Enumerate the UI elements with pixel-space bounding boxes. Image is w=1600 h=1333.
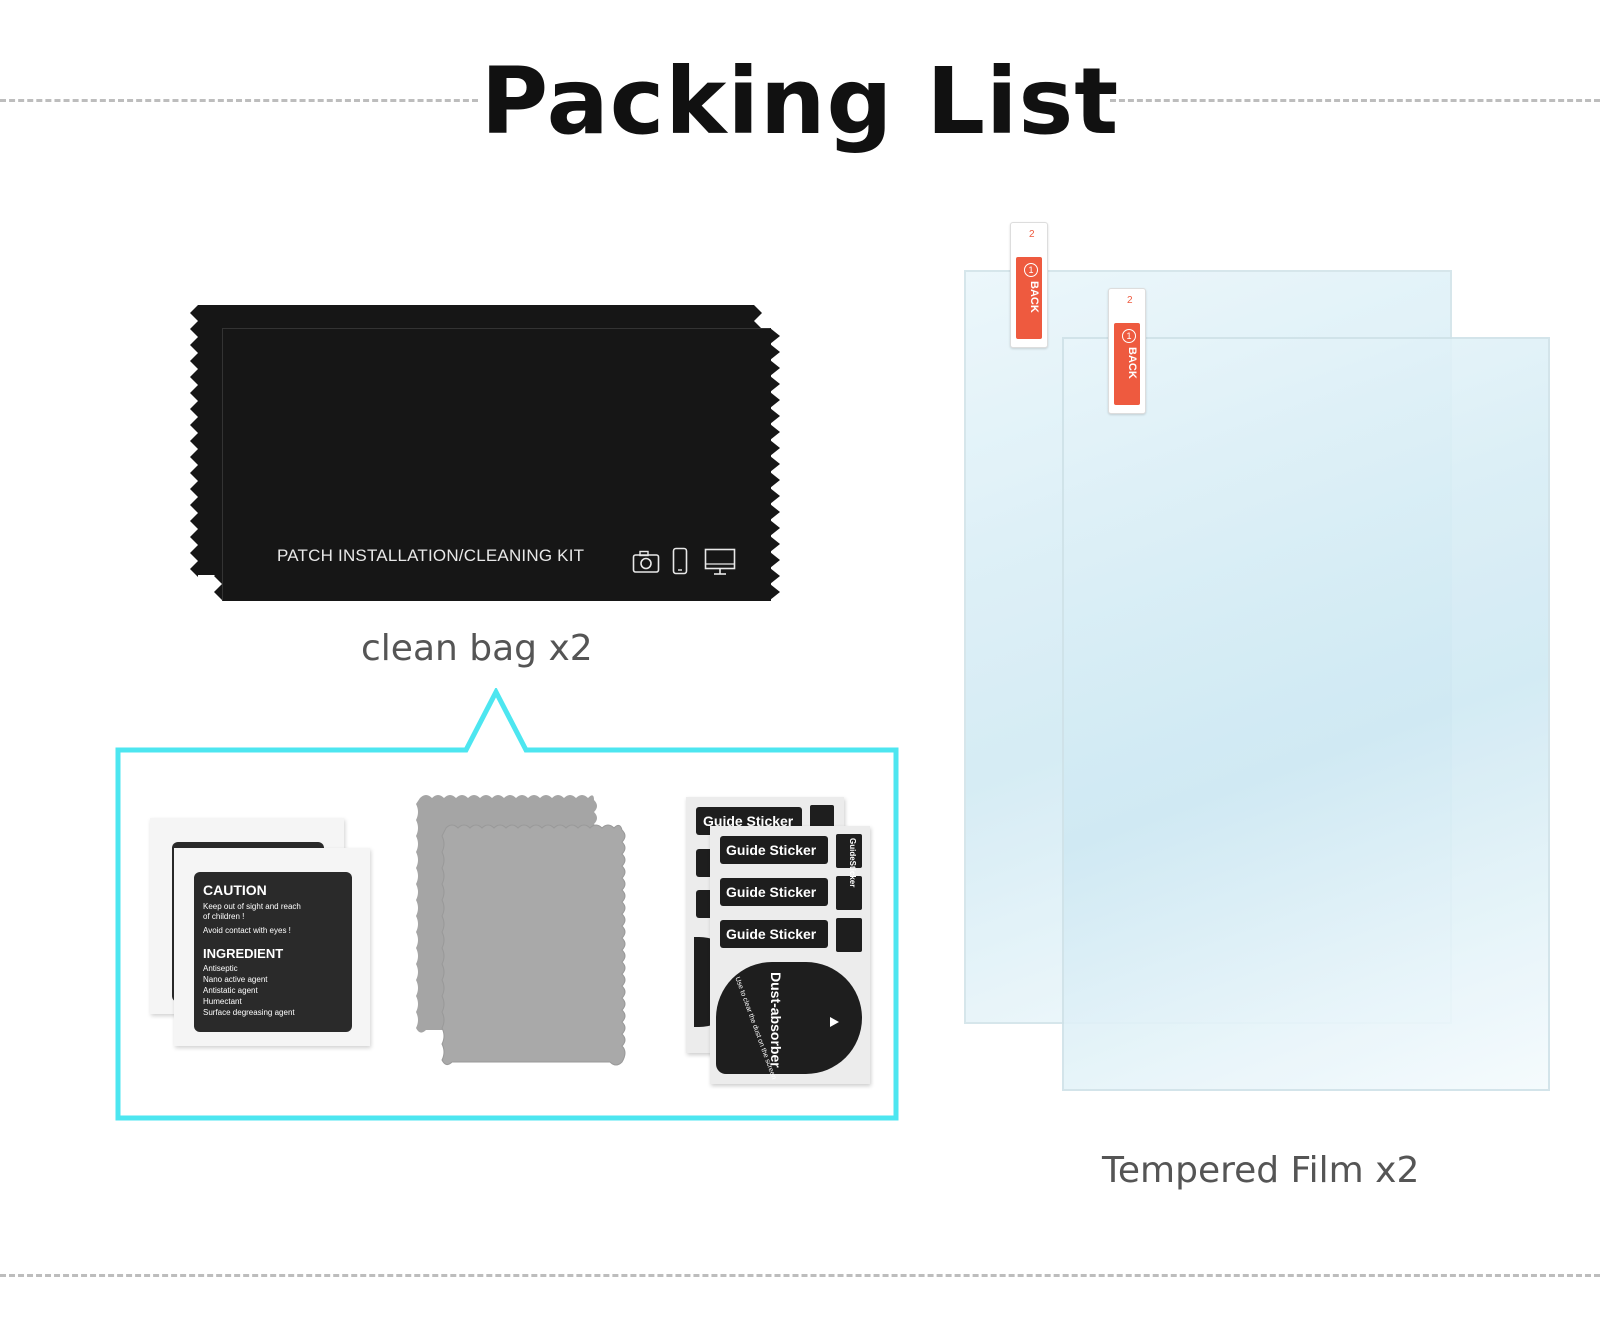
film-tag-back-label: BACK — [1028, 281, 1040, 313]
film-tag-front-number: 1 — [1122, 329, 1136, 343]
dust-absorber-sticker — [716, 962, 862, 1074]
guide-sticker-side — [836, 834, 862, 868]
wet-wipe-front: CAUTION Keep out of sight and reach of c… — [174, 848, 370, 1046]
phone-icon — [672, 547, 688, 575]
ingredient-item: Antistatic agent — [203, 986, 258, 995]
guide-sticker-label: Guide Sticker — [726, 884, 817, 900]
bottom-divider — [0, 1274, 1600, 1277]
film-tag-back: 2 1 BACK — [1010, 222, 1048, 348]
guide-sticker — [720, 878, 828, 906]
tempered-film-caption: Tempered Film x2 — [1102, 1150, 1420, 1191]
monitor-icon — [704, 548, 736, 575]
sticker-sheet-front: Guide Sticker Guide Sticker Guide Sticke… — [710, 826, 870, 1084]
camera-icon — [632, 550, 660, 573]
film-tag-front: 2 1 BACK — [1108, 288, 1146, 414]
guide-sticker-side — [836, 918, 862, 952]
tempered-film-front — [1062, 337, 1550, 1091]
ingredient-item: Nano active agent — [203, 975, 268, 984]
ingredient-item: Antiseptic — [203, 964, 238, 973]
film-tag-front-label: BACK — [1126, 347, 1138, 379]
contents-callout-frame — [115, 688, 899, 1121]
clean-bag-caption: clean bag x2 — [361, 628, 593, 669]
guide-sticker-label: Guide Sticker — [726, 842, 817, 858]
title-divider-right — [1110, 99, 1600, 102]
ingredient-heading: INGREDIENT — [203, 946, 284, 961]
guide-sticker — [720, 920, 828, 948]
ingredient-item: Surface degreasing agent — [203, 1008, 295, 1017]
film-tag-back-number: 1 — [1024, 263, 1038, 277]
guide-sticker-back-label: Guide Sticker — [703, 813, 794, 829]
guide-sticker-side-label: GuideSticker — [848, 838, 857, 888]
page-title: Packing List — [480, 48, 1120, 155]
cleaning-cloth-front — [441, 824, 626, 1066]
ingredient-item: Humectant — [203, 997, 242, 1006]
clean-bag-front — [222, 328, 771, 601]
guide-sticker-label: Guide Sticker — [726, 926, 817, 942]
cleaning-kit-label: PATCH INSTALLATION/CLEANING KIT — [277, 546, 585, 565]
title-divider-left — [0, 99, 478, 102]
play-arrow-icon — [830, 1017, 839, 1027]
caution-heading: CAUTION — [203, 882, 267, 898]
clean-bag-front-serrated-edges — [214, 328, 780, 600]
guide-sticker — [720, 836, 828, 864]
caution-line-1: Keep out of sight and reach — [203, 902, 301, 911]
caution-line-3: Avoid contact with eyes ! — [203, 926, 291, 935]
film-tag-front-number2: 2 — [1127, 295, 1133, 306]
guide-sticker-side — [836, 876, 862, 910]
wet-wipe-label: CAUTION Keep out of sight and reach of c… — [194, 872, 352, 1032]
film-tag-back-number2: 2 — [1029, 229, 1035, 240]
dust-absorber-label: Dust-absorber — [768, 972, 784, 1068]
caution-line-2: of children ! — [203, 912, 245, 921]
